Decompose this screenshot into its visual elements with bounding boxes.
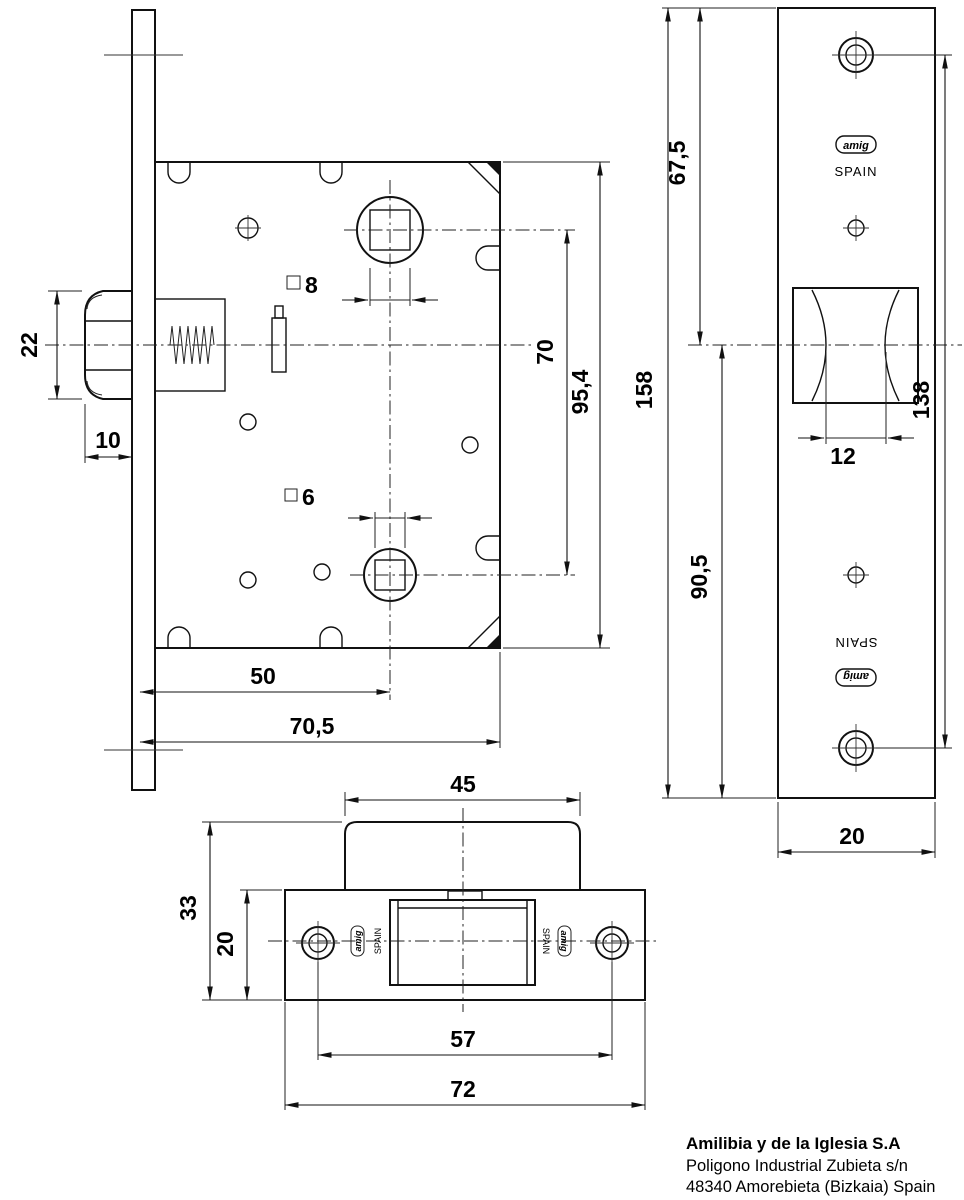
dim-label-158: 158 — [631, 371, 657, 410]
post-hole — [461, 436, 479, 454]
mount-slot — [319, 626, 343, 648]
dim-screw-centers: 138 — [876, 54, 952, 749]
spain-text-top: SPAIN — [834, 164, 877, 179]
dim-faceplate-total-height: 158 — [631, 7, 776, 799]
post-hole — [313, 563, 331, 581]
dim-label-6: 6 — [302, 484, 315, 510]
dim-label-10: 10 — [95, 427, 121, 453]
square-symbol — [286, 275, 301, 290]
dim-backset: 50 — [139, 663, 391, 695]
company-name: Amilibia y de la Iglesia S.A — [686, 1134, 900, 1153]
strike-plate-view: amig SPAIN amig SPAIN 45 33 — [175, 771, 660, 1110]
dim-label-20-strike: 20 — [212, 931, 238, 957]
dim-case-height: 95,4 — [503, 161, 610, 649]
dim-label-8: 8 — [305, 272, 318, 298]
mount-slot — [475, 245, 500, 271]
dim-label-70: 70 — [532, 339, 558, 365]
company-address-line1: Poligono Industrial Zubieta s/n — [686, 1157, 908, 1175]
post-hole — [239, 413, 257, 431]
dim-top-to-axis: 67,5 — [664, 7, 703, 346]
dim-latch-height: 22 — [16, 290, 82, 400]
svg-text:amig: amig — [843, 670, 869, 682]
case-corner-chamfer-top — [467, 161, 501, 195]
mount-slot — [475, 535, 500, 561]
case-corner-chamfer-bottom — [467, 615, 501, 649]
dim-label-138: 138 — [908, 381, 934, 420]
dim-spindle-bottom: 6 — [284, 484, 432, 548]
latch-spring — [169, 325, 215, 365]
dim-label-67-5: 67,5 — [664, 140, 690, 185]
strike-plate — [284, 889, 646, 1001]
spain-text-bottom: SPAIN — [834, 635, 877, 650]
dim-label-12: 12 — [830, 443, 856, 469]
dim-label-45: 45 — [450, 771, 476, 797]
dim-case-depth: 70,5 — [139, 652, 501, 748]
dim-label-33: 33 — [175, 895, 201, 921]
post-hole — [239, 571, 257, 589]
amig-logo-text: amig — [843, 140, 869, 152]
strike-box — [344, 821, 581, 890]
dim-label-90-5: 90,5 — [686, 554, 712, 599]
mount-slot — [319, 162, 343, 184]
dim-label-57: 57 — [450, 1026, 476, 1052]
mount-slot — [167, 626, 191, 648]
mount-slot — [167, 162, 191, 184]
dim-label-50: 50 — [250, 663, 276, 689]
latch-face-curve-left — [811, 289, 827, 402]
square-symbol — [284, 488, 298, 502]
company-info: Amilibia y de la Iglesia S.A Poligono In… — [686, 1134, 935, 1196]
dim-strike-plate-width: 72 — [284, 1002, 646, 1110]
dim-follower-centers: 70 — [532, 229, 570, 576]
dim-label-70-5: 70,5 — [290, 713, 335, 739]
strike-tab — [447, 890, 483, 901]
company-address-line2: 48340 Amorebieta (Bizkaia) Spain — [686, 1178, 935, 1196]
case-corner-tab-bottom — [486, 634, 500, 648]
amig-logo — [835, 135, 877, 154]
latch-tail-tab — [274, 305, 284, 319]
dim-spindle-top: 8 — [286, 268, 438, 306]
lock-body-view: 22 10 8 6 — [16, 9, 610, 791]
faceplate-edge-view — [131, 9, 156, 791]
case-corner-tab-top — [486, 162, 500, 176]
faceplate-view: amig SPAIN SPAIN amig 158 — [631, 7, 962, 858]
svg-text:amig: amig — [353, 930, 363, 952]
dim-label-22: 22 — [16, 332, 42, 358]
dim-latch-protrusion: 10 — [84, 404, 133, 463]
dim-strike-screw-centers: 57 — [317, 962, 613, 1060]
dim-axis-to-bottom: 90,5 — [686, 344, 725, 799]
dim-label-72: 72 — [450, 1076, 476, 1102]
dim-faceplate-width: 20 — [777, 802, 936, 858]
dim-latch-width: 12 — [798, 352, 914, 469]
dim-strike-plate-height: 20 — [212, 889, 282, 1001]
amig-logo-bottom: amig — [835, 668, 877, 687]
dim-label-95-4: 95,4 — [567, 369, 593, 414]
latch-bolt — [84, 290, 133, 400]
dim-label-20-faceplate: 20 — [839, 823, 865, 849]
dim-box-width: 45 — [344, 771, 581, 816]
